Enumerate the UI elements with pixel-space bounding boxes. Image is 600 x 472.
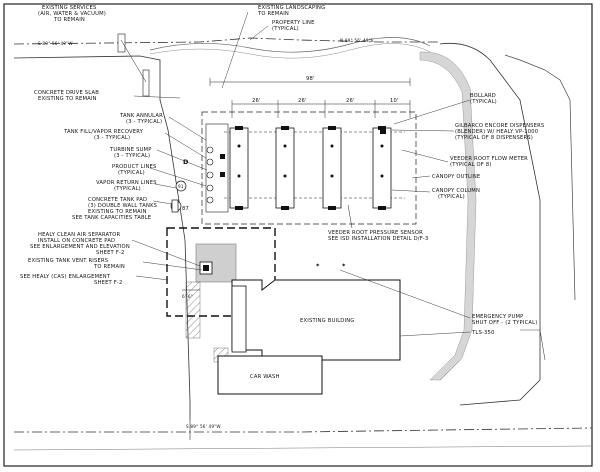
label-pressure-sensor-sub: SEE ISD INSTALLATION DETAIL D/F-3 xyxy=(328,236,429,242)
label-healy-cas: SEE HEALY (CAS) ENLARGEMENT xyxy=(20,274,111,280)
label-property-line: PROPERTY LINE xyxy=(272,20,315,26)
label-healy-separator-sub1: INSTALL ON CONCRETE PAD xyxy=(38,238,115,244)
dim-pad: 6'-6" xyxy=(182,294,193,299)
label-bollard-sub: (TYPICAL) xyxy=(470,99,497,105)
label-veeder-flow-sub: (TYPICAL OF 8) xyxy=(450,162,492,168)
label-gilbarco-sub1: (BLENDER) W/ HEALY VP-1000 xyxy=(455,129,538,135)
landscape-island-right xyxy=(419,51,477,381)
label-existing-services-sub2: TO REMAIN xyxy=(53,17,85,23)
landscape-edge-1 xyxy=(149,37,431,53)
hatched-strip-left xyxy=(185,281,201,339)
dim-seg-1: 26' xyxy=(252,98,261,104)
dim-seg-4: 10' xyxy=(390,98,399,104)
property-line xyxy=(13,37,440,45)
label-drive-slab: CONCRETE DRIVE SLAB xyxy=(34,90,99,96)
label-product-lines: PRODUCT LINES xyxy=(112,164,157,170)
car-wash xyxy=(217,355,323,395)
right-leaders xyxy=(339,99,471,337)
dimension-lines xyxy=(209,78,411,118)
dim-seg-3: 26' xyxy=(346,98,355,104)
label-veeder-flow: VEEDER ROOT FLOW METER xyxy=(450,156,528,162)
label-tank-pad-sub3: SEE TANK CAPACITIES TABLE xyxy=(72,215,151,221)
label-drive-slab-sub: EXISTING TO REMAIN xyxy=(38,96,97,102)
label-tank-pad-sub1: (3) DOUBLE WALL TANKS xyxy=(88,203,157,209)
label-product-lines-sub: (TYPICAL) xyxy=(118,170,145,176)
enlargement-boundary xyxy=(166,227,276,317)
tag-91-marker xyxy=(175,180,187,192)
label-tls: TLS-350 xyxy=(471,330,495,336)
dim-seg-2: 26' xyxy=(298,98,307,104)
tag-d: D xyxy=(183,158,189,166)
label-emergency-pump: EMERGENCY PUMP xyxy=(472,314,524,320)
tank-fittings xyxy=(206,146,225,204)
label-vent-risers-sub: TO REMAIN xyxy=(93,264,125,270)
label-healy-separator: HEALY CLEAN AIR SEPARATOR xyxy=(38,232,120,238)
label-healy-separator-sub3: SHEET F-2 xyxy=(96,250,125,256)
label-existing-landscaping: EXISTING LANDSCAPING xyxy=(258,5,325,11)
existing-building xyxy=(231,279,401,361)
road-far-right xyxy=(504,54,576,301)
label-tank-fill: TANK FILL/VAPOR RECOVERY xyxy=(63,129,144,135)
road-edge-bottom-right xyxy=(520,329,546,361)
label-vapor-return: VAPOR RETURN LINES xyxy=(96,180,157,186)
label-existing-services: EXISTING SERVICES xyxy=(42,5,96,11)
label-tank-annular: TANK ANNULAR xyxy=(119,113,163,119)
label-canopy-outline: CANOPY OUTLINE xyxy=(432,174,480,180)
label-healy-cas-sub: SHEET F-2 xyxy=(94,280,123,286)
label-bearing-top-right: N 89° 56' 49"E xyxy=(340,38,374,43)
tag-91: 91 xyxy=(178,184,184,189)
label-gilbarco: GILBARCO ENCORE DISPENSERS xyxy=(455,123,544,129)
curb-left xyxy=(13,55,191,420)
label-emergency-pump-sub: SHUT OFF - (2 TYPICAL) xyxy=(472,320,537,326)
label-tank-annular-sub: (3 - TYPICAL) xyxy=(126,119,162,125)
label-turbine-sump: TURBINE SUMP xyxy=(109,147,152,153)
label-car-wash: CAR WASH xyxy=(250,374,280,380)
dim-overall: 98' xyxy=(306,76,315,82)
tank-annular-box xyxy=(205,123,229,213)
tank-vent-box xyxy=(171,199,179,213)
healy-separator xyxy=(203,265,209,271)
label-property-line-sub: (TYPICAL) xyxy=(272,26,299,32)
label-canopy-column: CANOPY COLUMN xyxy=(432,188,480,194)
label-existing-building: EXISTING BUILDING xyxy=(300,318,355,324)
label-gilbarco-sub2: (TYPICAL OF 8 DISPENSERS) xyxy=(455,135,533,141)
label-vapor-return-sub: (TYPICAL) xyxy=(114,186,141,192)
service-post-1 xyxy=(117,33,126,53)
dispenser-islands xyxy=(229,126,392,210)
label-pressure-sensor: VEEDER ROOT PRESSURE SENSOR xyxy=(328,230,423,236)
label-turbine-sump-sub: (3 - TYPICAL) xyxy=(114,153,150,159)
label-bearing-top: S 89° 56' 49"W xyxy=(38,41,73,46)
label-tank-pad-sub2: EXISTING TO REMAIN xyxy=(88,209,147,215)
tag-87: 87 xyxy=(182,206,189,212)
label-canopy-column-sub: (TYPICAL) xyxy=(438,194,465,200)
landscape-edge-2 xyxy=(149,43,431,59)
label-existing-services-sub: (AIR, WATER & VACUUM) xyxy=(38,11,106,17)
leader-pressure-sensor xyxy=(347,204,353,229)
street-edge-bottom xyxy=(13,445,593,451)
building-annex xyxy=(231,285,247,353)
leader-services xyxy=(120,39,147,83)
label-bollard: BOLLARD xyxy=(470,93,496,99)
top-leaders xyxy=(221,11,269,89)
left-leaders xyxy=(131,95,208,281)
label-vent-risers: EXISTING TANK VENT RISERS xyxy=(28,258,108,264)
label-tank-fill-sub: (3 - TYPICAL) xyxy=(94,135,130,141)
property-line-bottom xyxy=(14,427,593,433)
label-tank-pad: CONCRETE TANK PAD xyxy=(88,197,147,203)
service-post-2 xyxy=(142,69,150,97)
label-healy-separator-sub2: SEE ENLARGEMENT AND ELEVATION xyxy=(30,244,130,250)
label-existing-landscaping-sub: TO REMAIN xyxy=(257,11,289,17)
building-star-2: * xyxy=(342,262,346,270)
curb-right xyxy=(439,42,541,406)
label-bearing-bottom: S 89° 56' 49"W xyxy=(186,424,221,429)
building-star-1: * xyxy=(316,262,320,270)
sheet-border xyxy=(3,3,593,467)
